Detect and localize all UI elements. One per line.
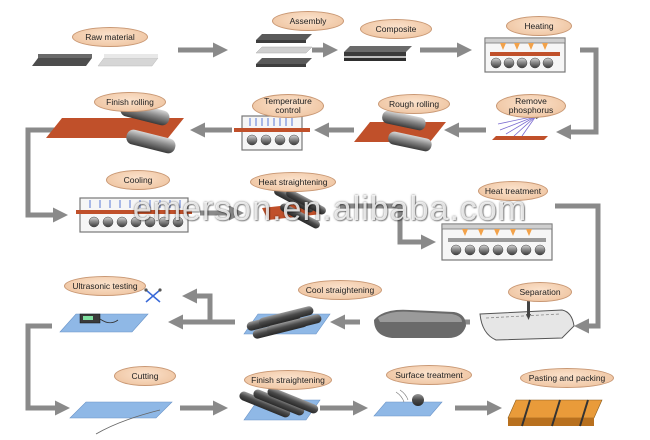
cool-straightening-illustration xyxy=(243,306,331,339)
label-rough-rolling: Rough rolling xyxy=(378,94,450,114)
heat-treatment-furnace-illustration xyxy=(441,223,553,261)
arrow-heating-to-remove-phosphorus xyxy=(556,47,599,140)
label-composite: Composite xyxy=(360,19,432,39)
surface-treatment-illustration xyxy=(373,389,443,417)
cutting-illustration xyxy=(69,401,173,435)
temperature-control-illustration xyxy=(234,115,310,151)
separation-rolled-plate-illustration xyxy=(374,309,466,338)
label-pasting-and-packing: Pasting and packing xyxy=(520,368,614,388)
label-remove-phosphorus: Remove phosphorus xyxy=(496,94,566,118)
label-heating: Heating xyxy=(506,16,572,36)
label-temperature-control: Temperature control xyxy=(252,94,324,118)
separation-opened-plate-illustration xyxy=(479,296,575,341)
pasting-and-packing-illustration xyxy=(507,399,603,427)
label-heat-straightening: Heat straightening xyxy=(250,172,336,192)
label-separation: Separation xyxy=(508,282,572,302)
arrow-heat-treatment-to-separation xyxy=(555,203,601,334)
heat-straightening-illustration xyxy=(262,187,326,229)
rough-rolling-illustration xyxy=(354,110,446,152)
label-cool-straightening: Cool straightening xyxy=(298,280,382,300)
label-finish-rolling: Finish rolling xyxy=(94,92,166,112)
arrow-finish-to-cooling xyxy=(25,127,68,223)
arrow-testing-to-cutting xyxy=(25,323,70,416)
heating-furnace-illustration xyxy=(484,37,566,73)
arrow-heat-straightening-to-heat-treatment xyxy=(340,203,436,250)
label-cooling: Cooling xyxy=(106,170,170,190)
label-surface-treatment: Surface treatment xyxy=(386,365,472,385)
finish-straightening-illustration xyxy=(239,387,321,421)
label-ultrasonic-testing: Ultrasonic testing xyxy=(64,276,146,296)
cooling-illustration xyxy=(76,197,192,233)
raw-material-illustration xyxy=(32,54,159,67)
watermark-text: emerson.en.alibaba.com xyxy=(132,190,528,228)
finish-rolling-illustration xyxy=(46,101,184,154)
assembly-illustration xyxy=(255,34,313,67)
ultrasonic-testing-illustration xyxy=(59,288,162,333)
arrow-cool-straightening-back xyxy=(182,288,235,325)
composite-illustration xyxy=(344,46,412,61)
label-raw-material: Raw material xyxy=(72,27,148,47)
label-cutting: Cutting xyxy=(114,366,176,386)
label-heat-treatment: Heat treatment xyxy=(478,181,548,201)
label-finish-straightening: Finish straightening xyxy=(244,370,332,390)
label-assembly: Assembly xyxy=(272,11,344,31)
